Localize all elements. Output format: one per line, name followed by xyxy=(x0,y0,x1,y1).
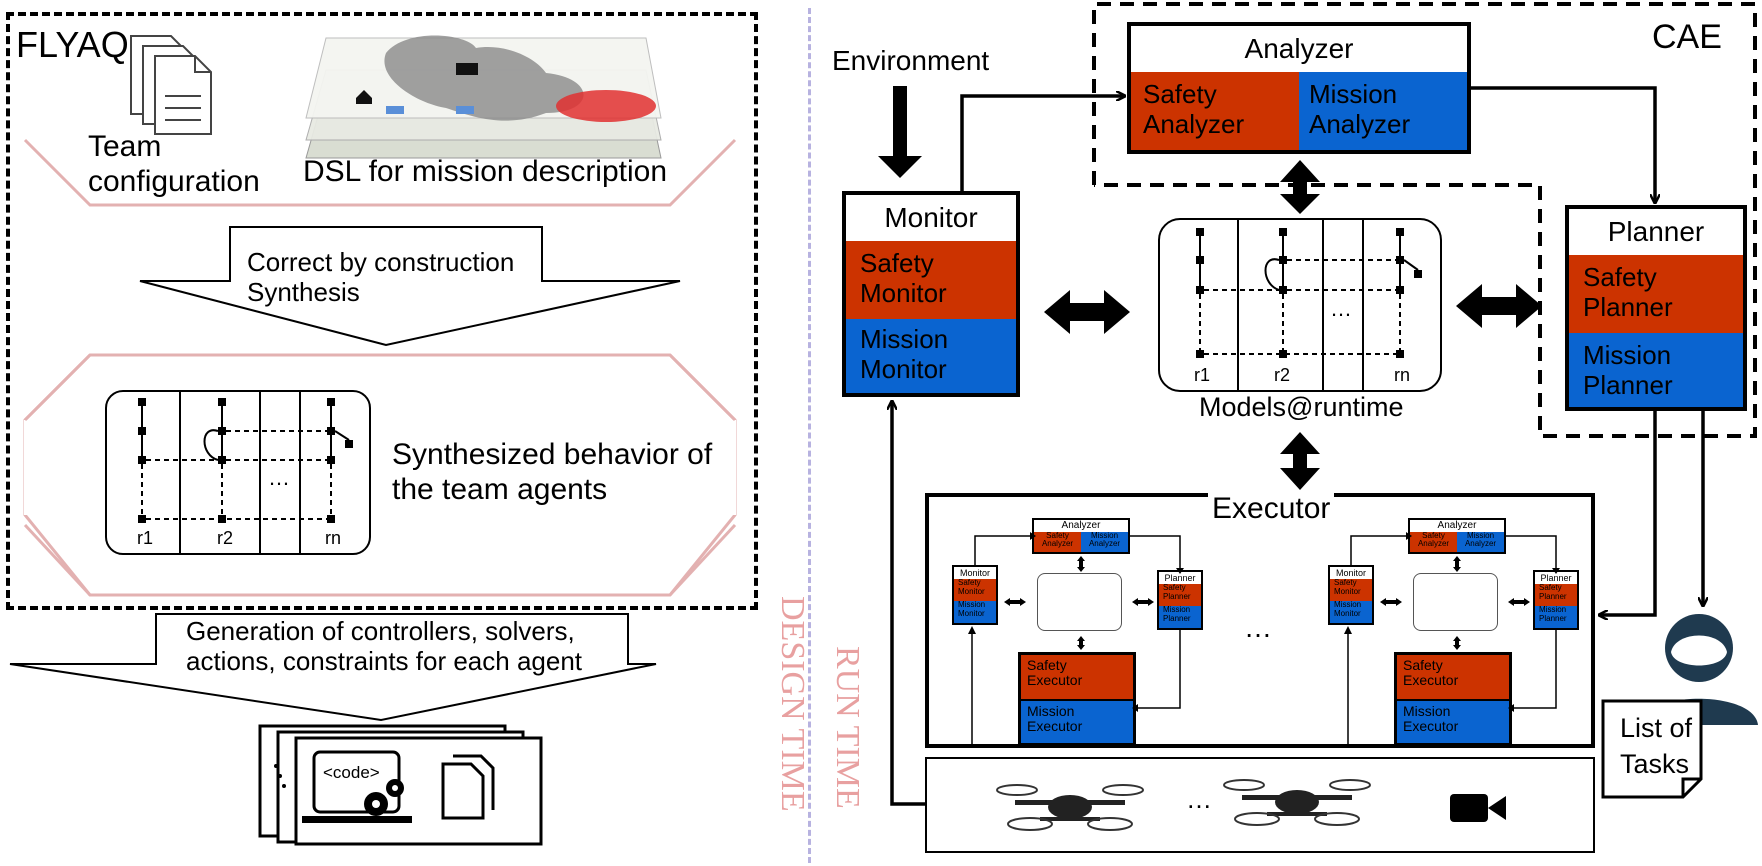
mini-planner-mission: Mission Planner xyxy=(1159,605,1201,628)
mini-analyzer-title: Analyzer xyxy=(1061,520,1101,531)
synth-robot-r1: r1 xyxy=(137,528,154,548)
mini-monitor-safety: Safety Monitor xyxy=(954,578,996,601)
models-robot-r2: r2 xyxy=(1274,365,1291,385)
synth-robot-r2: r2 xyxy=(217,528,234,548)
mini-analyzer-mission: Mission Analyzer xyxy=(1081,532,1128,552)
mini-monitor-safety: Safety Monitor xyxy=(1330,578,1372,601)
mini-planner-title: Planner xyxy=(1540,573,1572,583)
generation-label: Generation of controllers, solvers, acti… xyxy=(186,616,583,676)
mini-arrows xyxy=(968,532,1184,746)
mission-analyzer: Mission Analyzer xyxy=(1299,72,1467,150)
flyaq-region xyxy=(6,12,758,610)
mini-analyzer-safety: Safety Analyzer xyxy=(1410,532,1457,552)
code-label: <code> xyxy=(323,763,380,782)
mini-planner-safety: Safety Planner xyxy=(1535,583,1577,606)
mini-monitor-title: Monitor xyxy=(959,568,990,578)
synthesis-label: Correct by construction Synthesis xyxy=(247,247,515,307)
mini-planner-title: Planner xyxy=(1164,573,1196,583)
analyzer-title: Analyzer xyxy=(1131,26,1467,72)
mini-models-box xyxy=(1413,573,1498,631)
mission-map-illustration xyxy=(305,35,662,159)
camera-icon xyxy=(1450,794,1506,822)
safety-planner: Safety Planner xyxy=(1569,255,1743,333)
design-run-divider xyxy=(808,8,811,863)
mini-monitor-mission: Mission Monitor xyxy=(1330,600,1372,623)
models-runtime-box xyxy=(1158,218,1442,392)
team-configuration-label: Team configuration xyxy=(88,130,260,198)
code-generation-icon xyxy=(258,724,543,846)
synthesis-arrow xyxy=(139,226,681,347)
mini-planner-mission: Mission Planner xyxy=(1535,605,1577,628)
monitor-title: Monitor xyxy=(846,195,1016,241)
environment-label: Environment xyxy=(832,45,990,76)
models-ellipsis: … xyxy=(1330,296,1352,321)
models-runtime-label: Models@runtime xyxy=(1199,392,1404,422)
list-of-tasks-note xyxy=(1601,699,1703,799)
mini-analyzer-mission: Mission Analyzer xyxy=(1457,532,1504,552)
mini-mission-executor: Mission Executor xyxy=(1397,699,1509,743)
drones-ellipsis: … xyxy=(1186,784,1212,814)
mini-monitor-mission: Mission Monitor xyxy=(954,600,996,623)
flyaq-label: FLYAQ xyxy=(16,24,129,65)
analyzer-box: Analyzer Safety Analyzer Mission Analyze… xyxy=(1127,22,1471,154)
mini-analyzer-safety: Safety Analyzer xyxy=(1034,532,1081,552)
pink-outline-sides xyxy=(23,353,737,597)
mission-planner: Mission Planner xyxy=(1569,333,1743,407)
mini-planner-safety: Safety Planner xyxy=(1159,583,1201,606)
models-runtime-graph xyxy=(1196,218,1422,392)
synth-ellipsis: … xyxy=(268,465,290,490)
models-robot-r1: r1 xyxy=(1194,365,1211,385)
drone-icon-1 xyxy=(996,784,1144,831)
generation-arrow xyxy=(9,613,657,722)
mini-safety-executor: Safety Executor xyxy=(1397,655,1509,705)
documents-icon xyxy=(130,35,212,135)
synth-robot-rn: rn xyxy=(325,528,342,548)
safety-analyzer: Safety Analyzer xyxy=(1131,72,1299,150)
synthesized-behavior-box xyxy=(105,390,371,555)
user-icon xyxy=(1640,614,1758,725)
executor-title: Executor xyxy=(1208,492,1335,527)
cae-label: CAE xyxy=(1652,18,1722,56)
synthesized-behavior-graph xyxy=(138,390,353,555)
design-time-vertical-label: DESIGN TIME xyxy=(774,596,812,812)
executor-ellipsis: … xyxy=(1244,612,1272,643)
mission-monitor: Mission Monitor xyxy=(846,319,1016,393)
mini-models-box xyxy=(1037,573,1122,631)
mini-safety-executor: Safety Executor xyxy=(1021,655,1133,705)
monitor-box: Monitor Safety Monitor Mission Monitor xyxy=(842,191,1020,397)
drone-icon-2 xyxy=(1223,779,1371,826)
planner-title: Planner xyxy=(1569,209,1743,255)
dsl-label: DSL for mission description xyxy=(303,155,668,188)
models-robot-rn: rn xyxy=(1394,365,1411,385)
mini-analyzer-title: Analyzer xyxy=(1437,520,1477,531)
list-of-tasks-label: List of Tasks xyxy=(1620,713,1693,780)
safety-monitor: Safety Monitor xyxy=(846,241,1016,319)
mini-mission-executor: Mission Executor xyxy=(1021,699,1133,743)
synthesized-behavior-label: Synthesized behavior of the team agents xyxy=(392,438,713,506)
run-time-vertical-label: RUN TIME xyxy=(829,646,867,809)
mini-arrows xyxy=(1344,532,1560,746)
mini-monitor-title: Monitor xyxy=(1335,568,1366,578)
planner-box: Planner Safety Planner Mission Planner xyxy=(1565,205,1747,411)
